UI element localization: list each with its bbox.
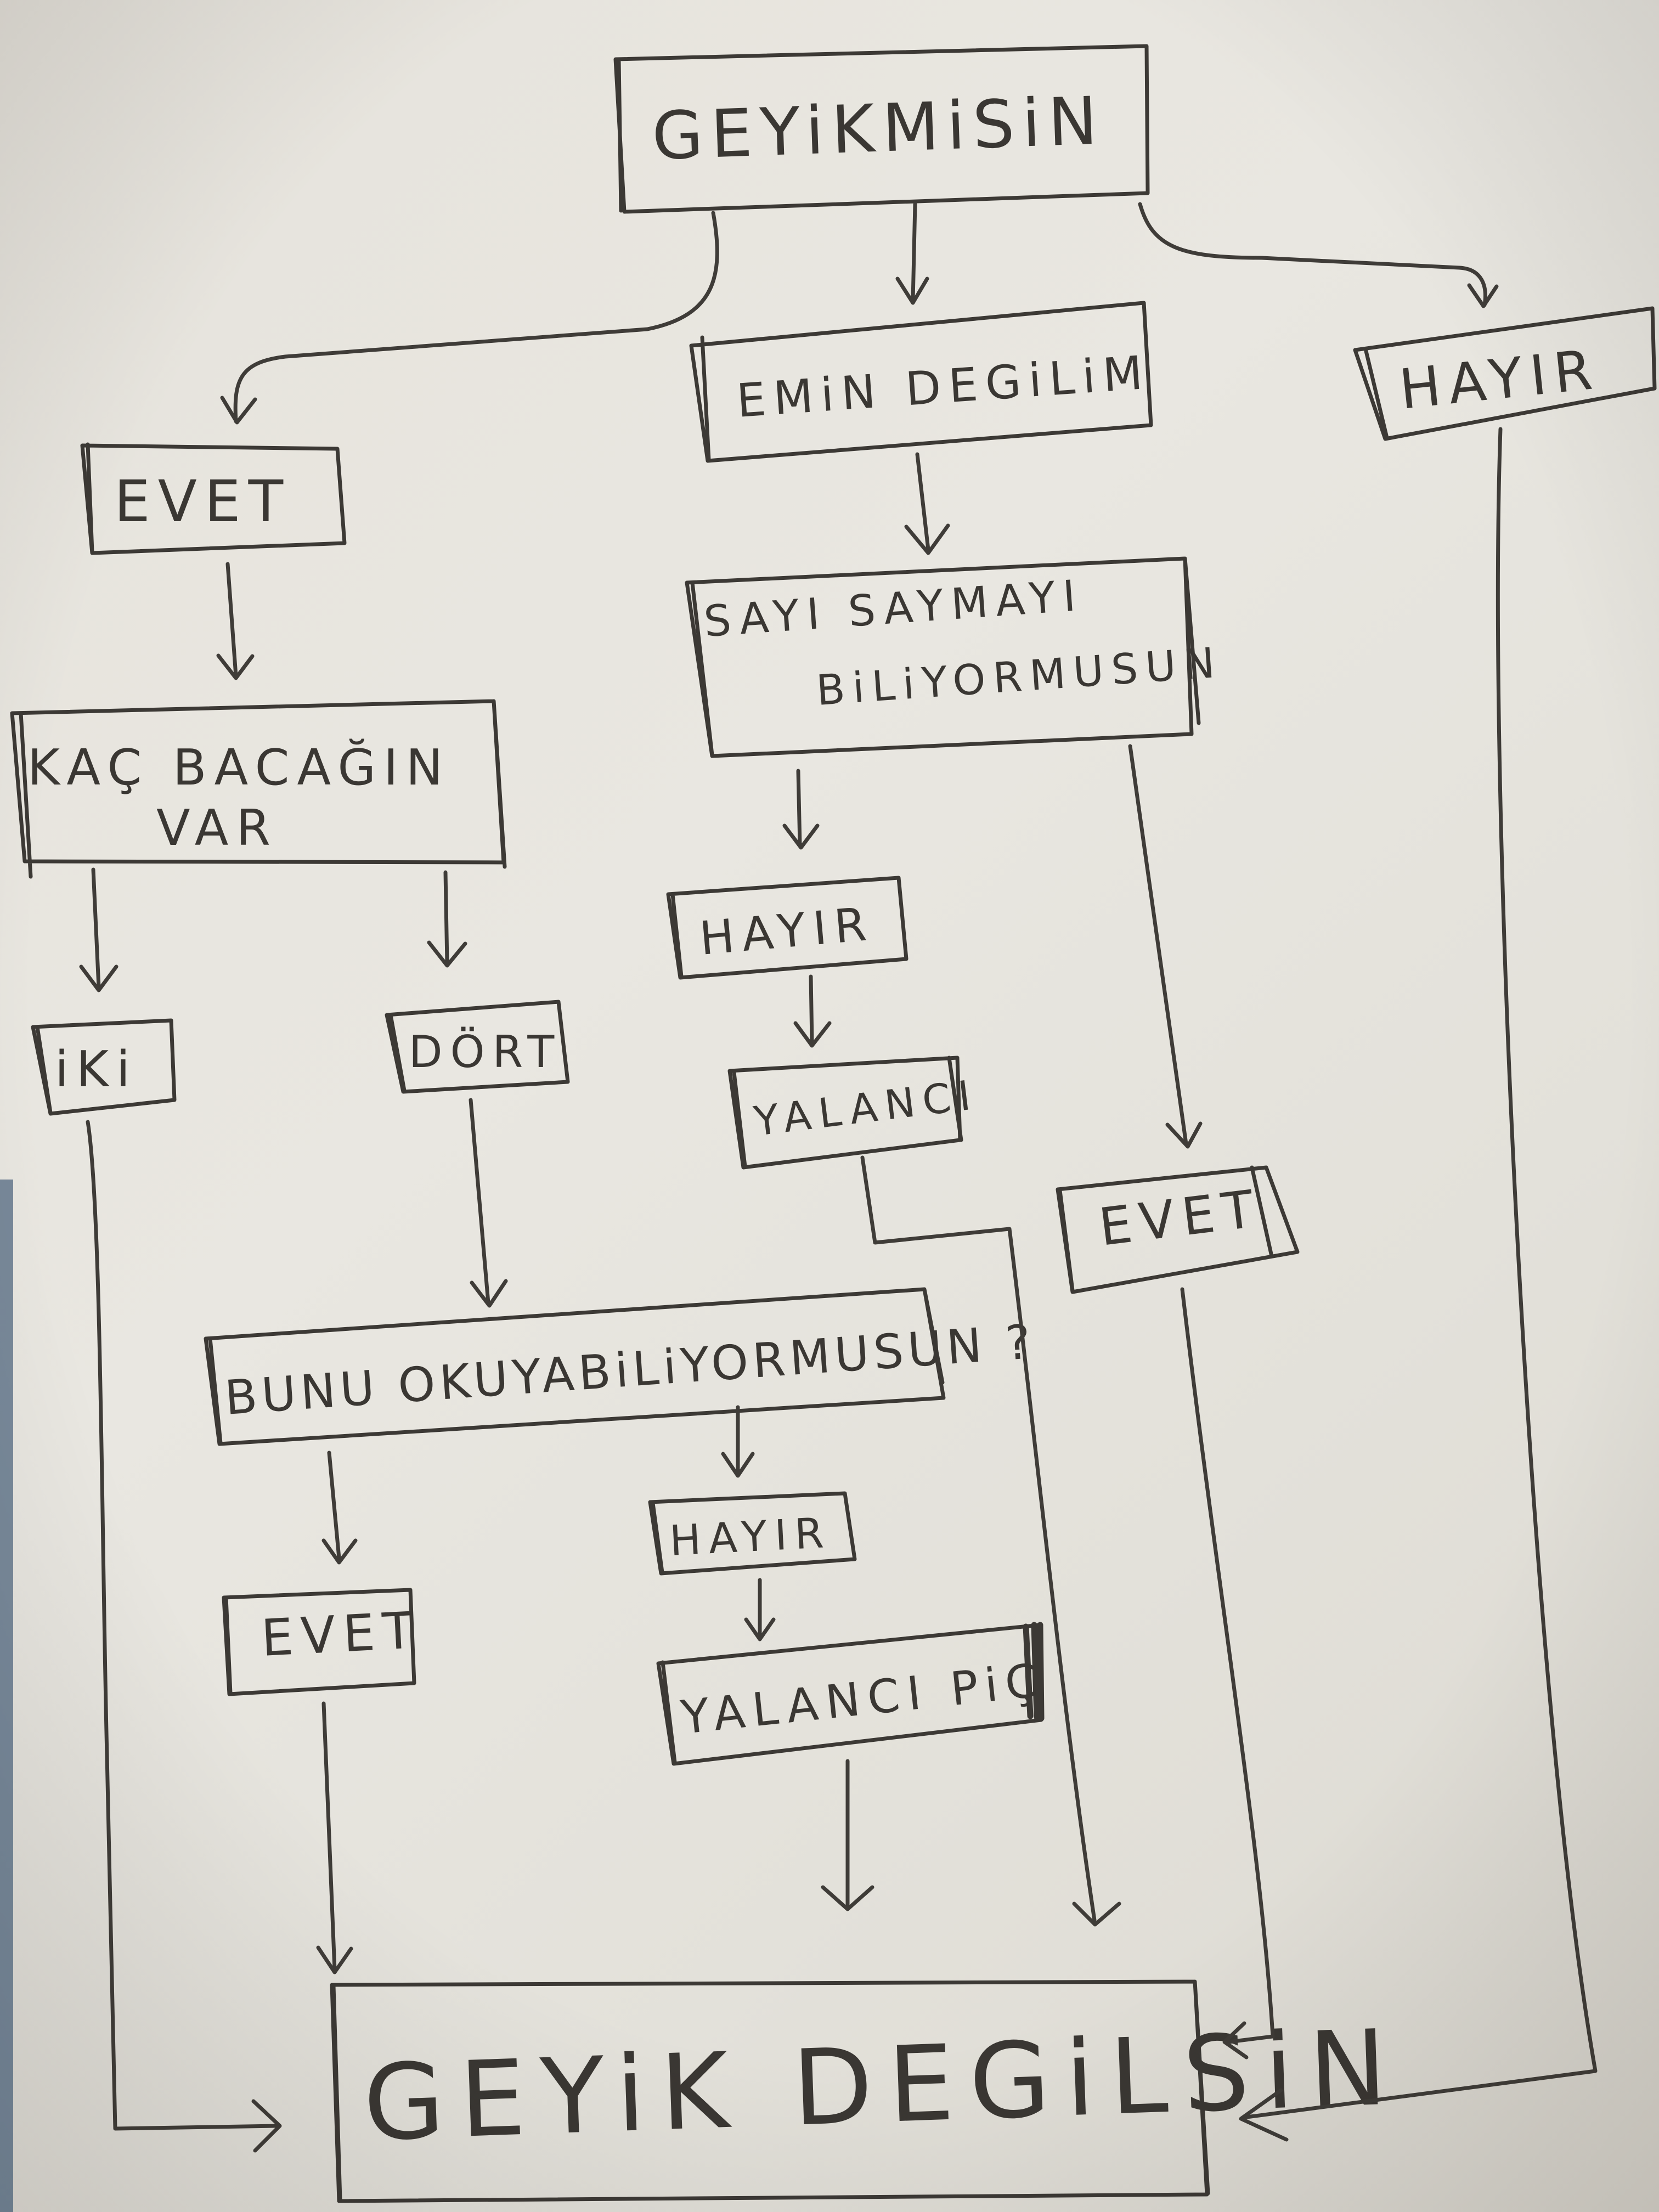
- edge-sayi-hayir: [796, 769, 802, 847]
- node-kac: KAÇ BACAĞIN VAR: [10, 699, 507, 879]
- label-kac-line1: KAÇ BACAĞIN: [27, 738, 450, 797]
- edge-kac-dort: [443, 870, 449, 965]
- node-geyikmisin: GEYiKMiSiN: [613, 44, 1150, 214]
- edge-geyikmisin-emin: [911, 202, 917, 303]
- node-hayir-low: HAYIR: [648, 1491, 857, 1576]
- label-emin-degilim: EMiN DEGiLiM: [735, 346, 1152, 428]
- label-evet-top: EVET: [114, 468, 291, 535]
- edge-geyikmisin-hayir: [1138, 202, 1487, 307]
- edge-sayi-evet: [1128, 744, 1188, 1146]
- edges: [79, 202, 1598, 2153]
- node-bunu: BUNU OKUYABiLiYORMUSUN ?: [204, 1287, 1037, 1446]
- label-geyik-degilsin: GEYiK DEGiLSiN: [362, 2007, 1404, 2164]
- label-iki: iKi: [55, 1041, 138, 1098]
- node-evet-low: EVET: [222, 1588, 423, 1696]
- label-kac-line2: VAR: [156, 799, 278, 857]
- label-yalanci-pic: YALANCI PiÇ: [678, 1653, 1048, 1745]
- edge-evet-kac: [225, 562, 238, 678]
- node-yalanci-pic: YALANCI PiÇ: [656, 1622, 1048, 1766]
- node-sayi: SAYI SAYMAYI BiLiYORMUSUN: [685, 556, 1224, 758]
- label-yalanci: YALANCI: [751, 1071, 981, 1146]
- edge-hayir-top-geyik: [1240, 427, 1598, 2120]
- edge-kac-iki: [91, 867, 101, 990]
- edge-evet-low-geyik: [321, 1701, 337, 1972]
- label-dort: DÖRT: [409, 1026, 562, 1077]
- arrowhead-evet-top: [220, 396, 257, 425]
- arrowhead-yalanci-geyik: [1072, 1901, 1121, 1927]
- label-bunu: BUNU OKUYABiLiYORMUSUN ?: [223, 1314, 1036, 1426]
- edge-bunu-evet: [327, 1451, 341, 1560]
- node-dort: DÖRT: [385, 1000, 570, 1094]
- node-hayir-top: HAYIR: [1353, 306, 1657, 441]
- label-hayir-low: HAYIR: [668, 1508, 832, 1565]
- node-evet-mid: EVET: [1056, 1165, 1300, 1294]
- label-sayi-line1: SAYI SAYMAYI: [702, 571, 1085, 647]
- edge-hayir-yalanci: [809, 974, 814, 1045]
- label-hayir-mid: HAYIR: [697, 897, 876, 966]
- label-geyikmisin: GEYiKMiSiN: [651, 83, 1106, 175]
- edge-dort-bunu: [469, 1098, 490, 1305]
- node-emin-degilim: EMiN DEGiLiM: [689, 301, 1153, 463]
- node-hayir-mid: HAYIR: [666, 876, 909, 980]
- node-geyik-degilsin: GEYiK DEGiLSiN: [330, 1979, 1404, 2203]
- edge-emin-sayi: [915, 452, 930, 552]
- node-iki: iKi: [31, 1018, 177, 1116]
- label-sayi-line2: BiLiYORMUSUN: [815, 637, 1224, 715]
- edge-iki-geyik: [86, 1120, 279, 2131]
- edge-yalanci-geyik: [860, 1155, 1097, 1922]
- label-hayir-top: HAYIR: [1396, 337, 1602, 422]
- label-evet-mid: EVET: [1096, 1179, 1265, 1258]
- label-evet-low: EVET: [260, 1601, 423, 1668]
- node-yalanci: YALANCI: [727, 1056, 981, 1170]
- edge-geyikmisin-evet: [233, 211, 719, 424]
- edge-evet-mid-geyik: [1180, 1287, 1275, 2044]
- node-evet-top: EVET: [80, 442, 347, 555]
